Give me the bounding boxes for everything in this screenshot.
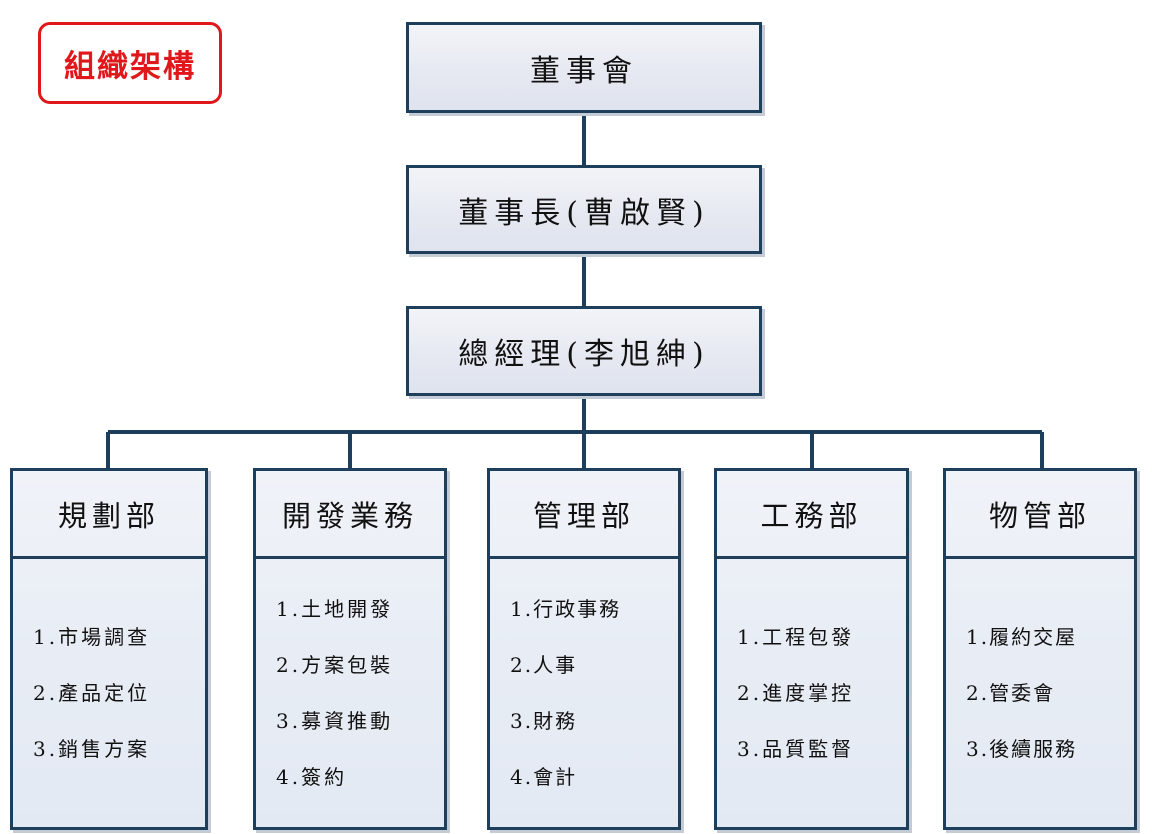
dept-management: 管理部 1.行政事務 2.人事 3.財務 4.會計 (487, 468, 681, 830)
duty-item: 1.工程包發 (737, 625, 855, 649)
dept-name: 物管部 (946, 471, 1134, 559)
duty-item: 1.市場調查 (33, 625, 151, 649)
duty-item: 2.管委會 (966, 681, 1056, 705)
duty-item: 3.募資推動 (276, 709, 394, 733)
dept-name: 工務部 (717, 471, 906, 559)
duty-item: 3.品質監督 (737, 737, 855, 761)
dept-duties: 1.行政事務 2.人事 3.財務 4.會計 (490, 559, 678, 827)
dept-development: 開發業務 1.土地開發 2.方案包裝 3.募資推動 4.簽約 (253, 468, 447, 830)
duty-item: 2.方案包裝 (276, 653, 394, 677)
dept-name: 規劃部 (13, 471, 205, 559)
dept-property: 物管部 1.履約交屋 2.管委會 3.後續服務 (943, 468, 1137, 830)
dept-name: 管理部 (490, 471, 678, 559)
duty-item: 4.簽約 (276, 765, 348, 789)
duty-item: 3.財務 (510, 709, 578, 733)
board-box: 董事會 (406, 22, 762, 113)
duty-item: 2.產品定位 (33, 681, 151, 705)
title-badge: 組織架構 (38, 22, 222, 104)
dept-duties: 1.履約交屋 2.管委會 3.後續服務 (946, 559, 1134, 827)
duty-item: 1.履約交屋 (966, 625, 1078, 649)
dept-duties: 1.市場調查 2.產品定位 3.銷售方案 (13, 559, 205, 827)
duty-item: 1.行政事務 (510, 597, 622, 621)
duty-item: 2.人事 (510, 653, 578, 677)
duty-item: 3.銷售方案 (33, 737, 151, 761)
dept-duties: 1.土地開發 2.方案包裝 3.募資推動 4.簽約 (256, 559, 444, 827)
dept-name: 開發業務 (256, 471, 444, 559)
chairman-box: 董事長(曹啟賢) (406, 165, 762, 254)
duty-item: 3.後續服務 (966, 737, 1078, 761)
duty-item: 4.會計 (510, 765, 578, 789)
dept-duties: 1.工程包發 2.進度掌控 3.品質監督 (717, 559, 906, 827)
dept-engineering: 工務部 1.工程包發 2.進度掌控 3.品質監督 (714, 468, 909, 830)
duty-item: 1.土地開發 (276, 597, 394, 621)
duty-item: 2.進度掌控 (737, 681, 855, 705)
dept-planning: 規劃部 1.市場調查 2.產品定位 3.銷售方案 (10, 468, 208, 830)
general-manager-box: 總經理(李旭紳) (406, 306, 762, 396)
